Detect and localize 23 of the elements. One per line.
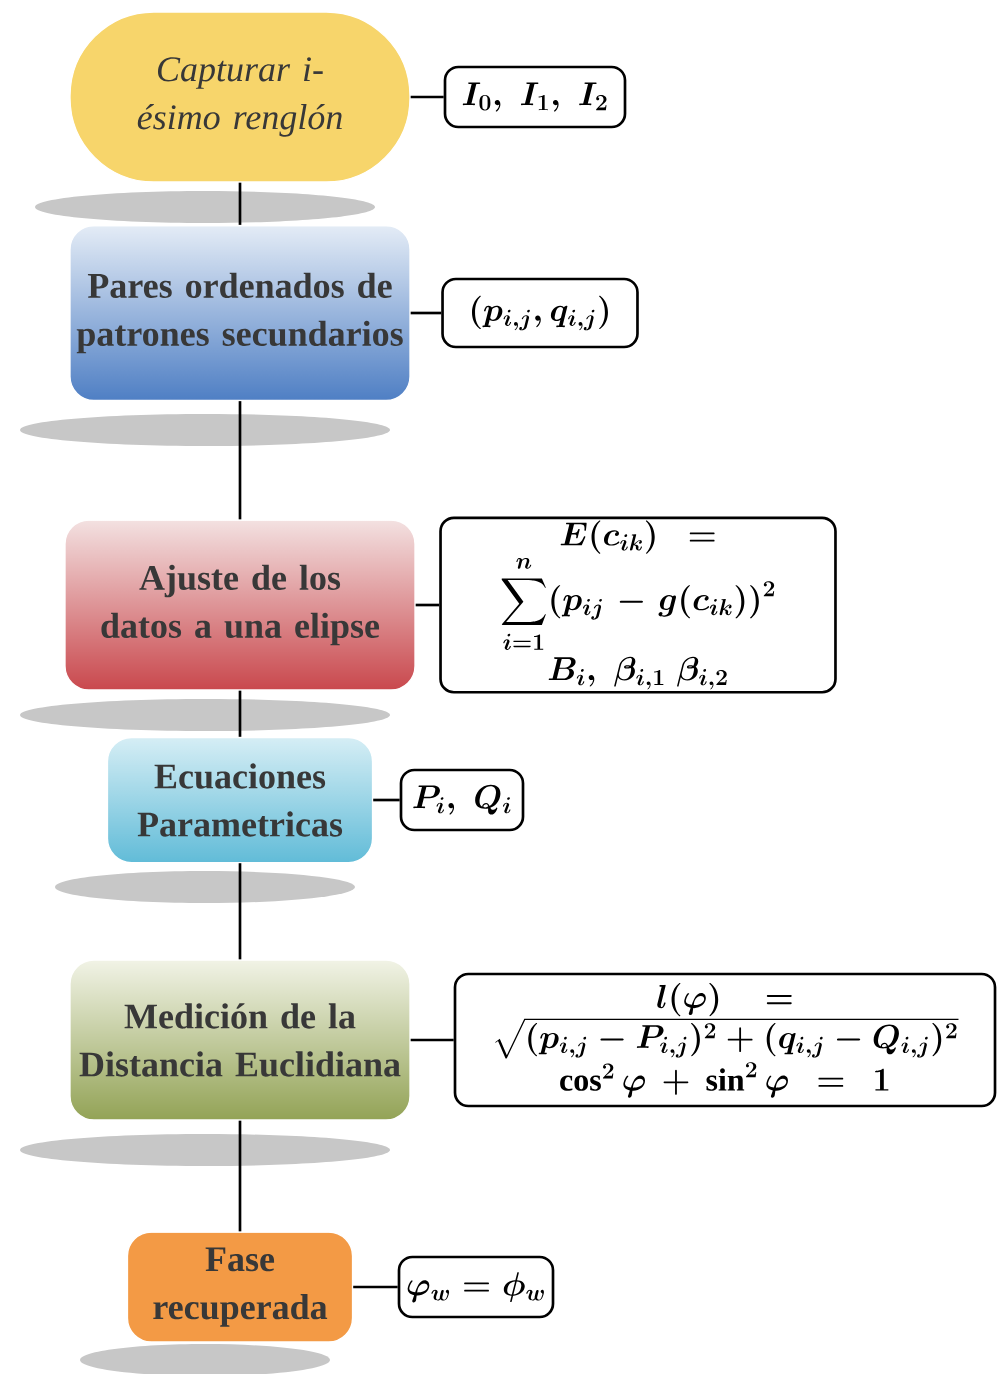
formula-box: $(p_{i,j},q_{i,j})$ — [441, 277, 639, 349]
formula-box: $P_i,\ Q_i$ — [399, 768, 525, 832]
connector-line — [238, 182, 242, 225]
connector-line — [238, 401, 242, 520]
process-box: Pares ordenados de patrones secundarios — [69, 224, 411, 402]
stadium-box: Capturar i-ésimo renglón — [69, 11, 411, 183]
formula-box: $l(\varphi)=\sqrt{(p_{i,j}-P_{i,j})^2+(q_{i,j}-Q_{i,j})^2}$ $\cos^2\varphi+\sin^2\varphi=1$ — [453, 972, 997, 1108]
formula-box: $\varphi_w=\phi_w$ — [397, 1255, 555, 1319]
process-box: Medición de la Distancia Euclidiana — [69, 959, 411, 1121]
process-box: Fase recuperada — [126, 1231, 354, 1343]
connector-line — [410, 1038, 454, 1042]
connector-line — [353, 1285, 398, 1289]
connector-line — [238, 1120, 242, 1232]
process-box: Ecuaciones Parametricas — [106, 736, 374, 864]
process-box: Ajuste de los datos a una elipse — [64, 519, 416, 691]
connector-line — [410, 95, 444, 99]
formula-box: $E(c_{ik})=\sum_{i=1}^{n}(p_{ij}-g(c_{ik}))^2$ $B_i,\ \beta_{i,1}\ \beta_{i,2}$ — [439, 516, 837, 694]
connector-line — [238, 690, 242, 737]
connector-line — [238, 863, 242, 960]
connector-line — [410, 311, 442, 315]
connector-line — [373, 798, 400, 802]
formula-box: $I_0,\ I_1,\ I_2$ — [443, 65, 627, 129]
connector-line — [415, 603, 440, 607]
